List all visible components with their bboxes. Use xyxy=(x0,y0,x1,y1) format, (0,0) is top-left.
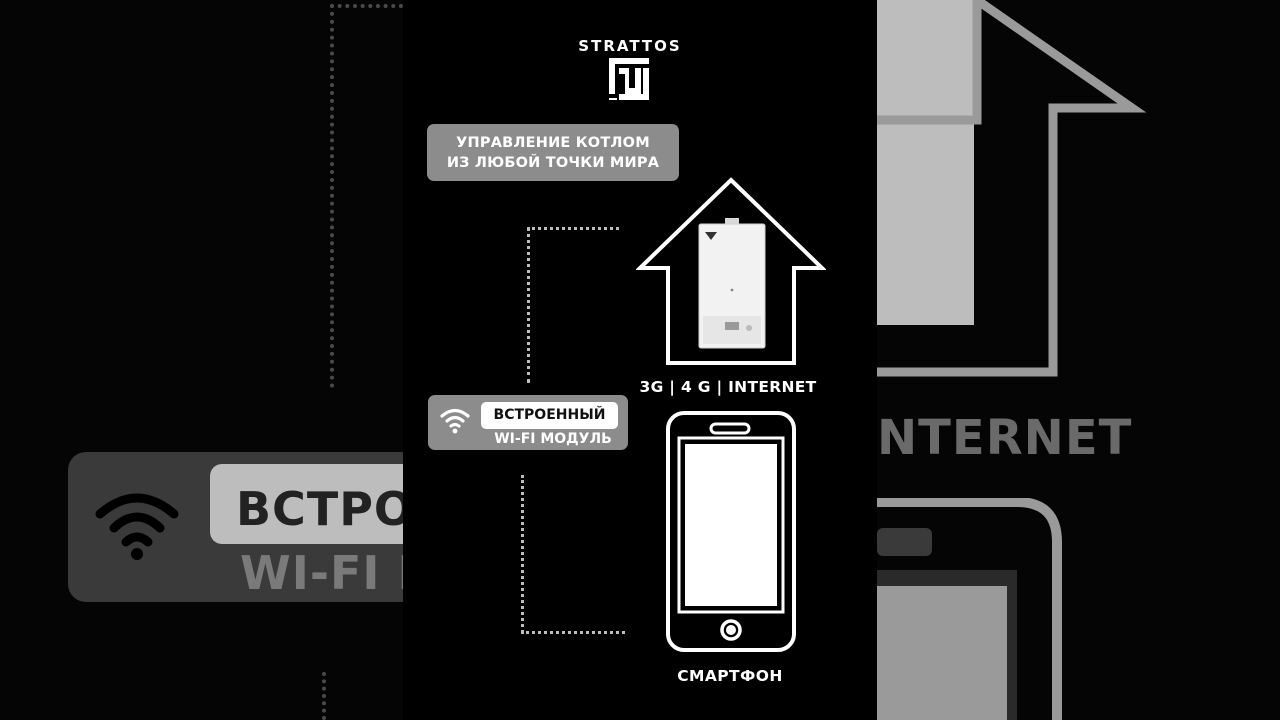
background-wifi-icon xyxy=(95,493,179,560)
strattos-logo xyxy=(609,58,649,100)
background-dotted-line xyxy=(322,672,326,720)
connector-line xyxy=(527,227,530,383)
feature-bubble: УПРАВЛЕНИЕ КОТЛОМ ИЗ ЛЮБОЙ ТОЧКИ МИРА xyxy=(427,124,679,181)
connector-line xyxy=(521,475,524,633)
connection-label: 3G | 4 G | INTERNET xyxy=(639,378,817,396)
background-house-outline xyxy=(877,0,1147,377)
background-internet-text: NTERNET xyxy=(877,410,1133,466)
background-phone xyxy=(877,498,1062,720)
background-left-panel: ВСТРОЕ WI-FI М xyxy=(0,0,403,720)
brand-name: STRATTOS xyxy=(578,37,682,55)
background-dotted-line xyxy=(330,4,403,8)
background-wifi-text-1: ВСТРОЕ xyxy=(236,482,403,536)
feature-line-2: ИЗ ЛЮБОЙ ТОЧКИ МИРА xyxy=(446,155,660,171)
background-wifi-pill xyxy=(210,464,403,544)
background-dotted-line xyxy=(330,4,334,388)
feature-line-1: УПРАВЛЕНИЕ КОТЛОМ xyxy=(456,135,650,151)
smartphone-icon xyxy=(666,411,796,652)
background-wifi-text-2: WI-FI М xyxy=(240,546,403,600)
wifi-module-line-2: WI-FI МОДУЛЬ xyxy=(494,431,612,447)
main-panel: STRATTOS УПРАВЛЕНИЕ КОТЛОМ ИЗ ЛЮБОЙ ТОЧК… xyxy=(403,0,877,720)
wifi-module-line-1: ВСТРОЕННЫЙ xyxy=(481,402,618,429)
connector-line xyxy=(521,631,625,634)
house-outline-icon xyxy=(636,177,826,365)
smartphone-label: СМАРТФОН xyxy=(677,667,783,685)
background-boiler xyxy=(877,0,974,325)
boiler-image xyxy=(698,218,766,349)
connector-line xyxy=(527,227,619,230)
wifi-icon xyxy=(440,408,470,434)
